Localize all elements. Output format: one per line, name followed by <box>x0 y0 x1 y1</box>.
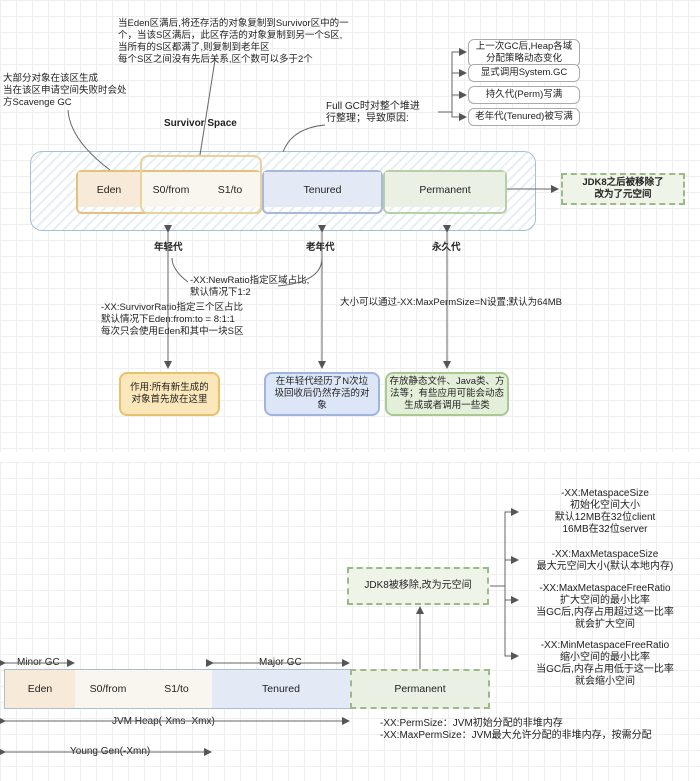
grid-background-bottom <box>0 462 700 781</box>
newratio-note: -XX:NewRatio指定区域占比, 默认情况下1:2 <box>190 275 310 298</box>
tenured-outline <box>262 170 383 214</box>
permsize-note: -XX:PermSize：JVM初始分配的非堆内存 -XX:MaxPermSiz… <box>380 718 652 741</box>
tenured-segment-bottom: Tenured <box>212 670 350 708</box>
old-gen-purpose-box: 在年轻代经历了N次垃 圾回收后仍然存活的对 象 <box>264 372 380 416</box>
permanent-segment-bottom: Permanent <box>350 669 490 709</box>
s0-segment-top: S0/from <box>142 172 200 207</box>
cause-perm-full: 持久代(Perm)写满 <box>468 86 580 104</box>
young-gen-purpose-box: 作用:所有新生成的 对象首先放在这里 <box>119 372 220 416</box>
jdk8-removed-box: JDK8之后被移除了 改为了元空间 <box>561 173 685 205</box>
survivor-space-label: Survivor Space <box>164 118 237 129</box>
metaspace-box: JDK8被移除,改为元空间 <box>347 567 489 605</box>
eden-note: 大部分对象在该区生成 当在该区申请空间失败时会处 方Scavenge GC <box>3 73 127 108</box>
perm-gen-purpose-box: 存放静态文件、Java类、方 法等；有些应用可能会动态 生成或者调用一些类 <box>385 372 509 416</box>
s1-segment-bottom: S1/to <box>141 670 212 708</box>
eden-segment-top: Eden <box>78 172 140 207</box>
max-metaspace-size-opt: -XX:MaxMetaspaceSize 最大元空间大小(默认本地内存) <box>536 549 674 572</box>
survivor-outline <box>140 155 262 214</box>
s1-segment-top: S1/to <box>200 172 260 207</box>
survivor-ratio-note: -XX:SurvivorRatio指定三个区占比 默认情况下Eden:from:… <box>101 302 244 337</box>
tenured-segment-top: Tenured <box>264 172 381 207</box>
cause-tenured-full: 老年代(Tenured)被写满 <box>468 108 580 126</box>
cause-system-gc: 显式调用System.GC <box>468 64 580 82</box>
permanent-segment-top: Permanent <box>385 172 505 207</box>
s0-segment-bottom: S0/from <box>75 670 141 708</box>
cause-heap-policy: 上一次GC后,Heap各域 分配策略动态变化 <box>468 39 580 67</box>
min-metaspace-free-ratio-opt: -XX:MinMetaspaceFreeRatio 缩小空间的最小比率 当GC后… <box>536 640 674 687</box>
survivor-note: 当Eden区满后,将还存活的对象复制到Survivor区中的一 个，当该S区满后… <box>118 18 349 65</box>
max-metaspace-free-ratio-opt: -XX:MaxMetaspaceFreeRatio 扩大空间的最小比率 当GC后… <box>536 583 674 630</box>
fullgc-note: Full GC时对整个堆进 行整理；导致原因: <box>326 101 420 124</box>
metaspace-size-opt: -XX:MetaspaceSize 初始化空间大小 默认12MB在32位clie… <box>554 488 656 535</box>
eden-segment-bottom: Eden <box>5 670 75 708</box>
perm-outline <box>383 170 507 214</box>
